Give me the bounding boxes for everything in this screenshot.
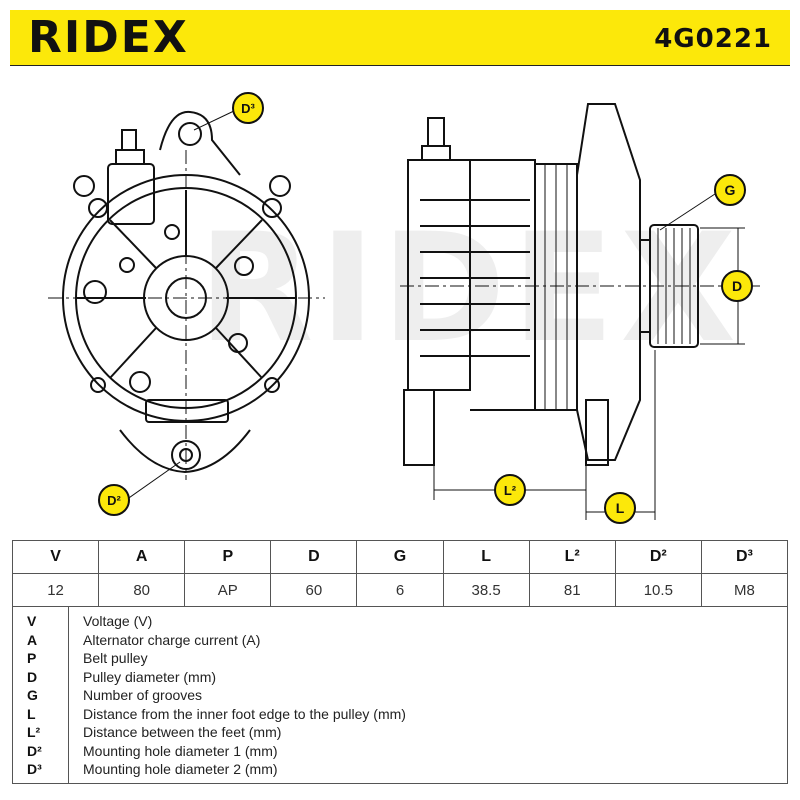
callout-l-label: L xyxy=(616,500,625,516)
callout-l: L xyxy=(604,492,636,524)
callout-d3: D³ xyxy=(232,92,264,124)
spec-header-l2: L² xyxy=(528,540,616,574)
legend-symbol: D² xyxy=(27,742,42,759)
spec-value-a: 80 xyxy=(98,573,186,607)
spec-value-l2: 81 xyxy=(528,573,616,607)
legend-symbol: D³ xyxy=(27,761,42,777)
legend-symbol: L xyxy=(27,705,36,722)
specs-header-row: V A P D G L L² D² D³ xyxy=(11,540,789,574)
legend-table: V Voltage (V) A Alternator charge curren… xyxy=(12,606,788,784)
callout-d2: D² xyxy=(98,484,130,516)
spec-value-d2: 10.5 xyxy=(614,573,702,607)
legend-description: Belt pulley xyxy=(83,650,148,666)
callout-d-label: D xyxy=(732,278,742,294)
alternator-front-view xyxy=(48,110,325,480)
callout-d2-label: D² xyxy=(107,493,121,508)
legend-row: D Pulley diameter (mm) xyxy=(13,668,789,687)
spec-header-l: L xyxy=(442,540,530,574)
legend-symbol: D xyxy=(27,668,38,685)
legend-description: Alternator charge current (A) xyxy=(83,631,261,648)
spec-header-g: G xyxy=(356,540,444,574)
legend-description: Mounting hole diameter 1 (mm) xyxy=(83,742,278,759)
legend-description: Voltage (V) xyxy=(83,613,153,629)
callout-g: G xyxy=(714,174,746,206)
part-number: 4G0221 xyxy=(654,24,772,54)
callout-g-label: G xyxy=(725,182,736,198)
spec-header-p: P xyxy=(184,540,272,574)
technical-drawing: RIDEX xyxy=(48,92,760,524)
callout-d: D xyxy=(721,270,753,302)
spec-value-d3: M8 xyxy=(700,573,789,607)
legend-row: D³ Mounting hole diameter 2 (mm) xyxy=(13,760,789,779)
legend-description: Pulley diameter (mm) xyxy=(83,668,217,685)
callout-l2-label: L² xyxy=(504,483,517,498)
legend-description: Distance from the inner foot edge to the… xyxy=(83,705,406,722)
legend-row: L² Distance between the feet (mm) xyxy=(13,723,789,742)
spec-header-d: D xyxy=(270,540,358,574)
legend-row: L Distance from the inner foot edge to t… xyxy=(13,705,789,724)
legend-symbol: G xyxy=(27,687,38,703)
specs-table: V A P D G L L² D² D³ 12 80 AP 60 6 38.5 … xyxy=(11,540,789,607)
callout-d3-label: D³ xyxy=(241,101,255,116)
ridex-logo: RIDEX xyxy=(28,12,189,63)
spec-value-l: 38.5 xyxy=(442,573,530,607)
spec-header-d3: D³ xyxy=(700,540,789,574)
specs-value-row: 12 80 AP 60 6 38.5 81 10.5 M8 xyxy=(11,573,789,607)
legend-row: D² Mounting hole diameter 1 (mm) xyxy=(13,742,789,761)
legend-row: P Belt pulley xyxy=(13,649,789,668)
spec-header-d2: D² xyxy=(614,540,702,574)
legend-row: A Alternator charge current (A) xyxy=(13,631,789,650)
legend-description: Mounting hole diameter 2 (mm) xyxy=(83,761,278,777)
legend-description: Distance between the feet (mm) xyxy=(83,724,282,740)
legend-row: V Voltage (V) xyxy=(13,612,789,631)
legend-symbol: P xyxy=(27,650,37,666)
spec-value-v: 12 xyxy=(11,573,100,607)
legend-symbol: L² xyxy=(27,724,41,740)
spec-header-v: V xyxy=(11,540,100,574)
watermark: RIDEX xyxy=(198,202,742,376)
legend-description: Number of grooves xyxy=(83,687,203,703)
callout-l2: L² xyxy=(494,474,526,506)
legend-symbol: V xyxy=(27,613,37,629)
alternator-side-view xyxy=(400,103,760,466)
spec-value-p: AP xyxy=(184,573,272,607)
legend-row: G Number of grooves xyxy=(13,686,789,705)
legend-symbol: A xyxy=(27,631,38,648)
legend-divider xyxy=(68,606,69,783)
spec-value-g: 6 xyxy=(356,573,444,607)
header-banner: RIDEX 4G0221 xyxy=(10,10,790,66)
spec-value-d: 60 xyxy=(270,573,358,607)
spec-header-a: A xyxy=(98,540,186,574)
